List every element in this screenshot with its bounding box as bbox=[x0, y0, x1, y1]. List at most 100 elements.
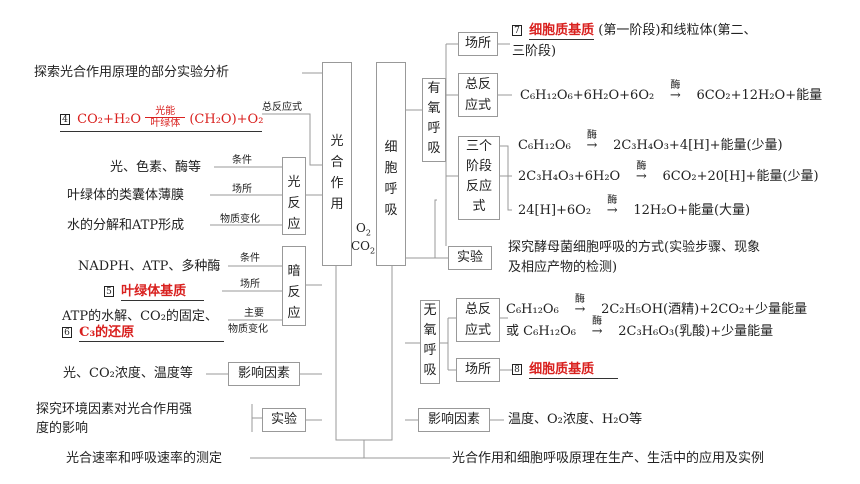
photo-exp-text-2: 度的影响 bbox=[36, 421, 89, 436]
o2-label: O2 bbox=[356, 220, 371, 241]
aerobic-stage-1: C₆H₁₂O₆ 酶→ 2C₃H₄O₃+4[H]+能量(少量) bbox=[518, 130, 783, 154]
light-change-label: 物质变化 bbox=[220, 214, 260, 225]
aerobic-char: 氧 bbox=[427, 101, 441, 116]
light-change-text: 水的分解和ATP形成 bbox=[67, 218, 185, 233]
anaerobic-total-line: 应式 bbox=[464, 323, 491, 338]
anaerobic-box: 无 氧 呼 吸 bbox=[420, 300, 440, 384]
eq4-arrow-line bbox=[145, 117, 186, 118]
stage1-arrow: 酶→ bbox=[575, 130, 609, 154]
resp-factor-box: 影响因素 bbox=[418, 408, 490, 432]
anaerobic-eq2-rhs: 2C₃H₆O₃(乳酸)+少量能量 bbox=[618, 324, 774, 339]
dark-condition-text: NADPH、ATP、多种酶 bbox=[78, 259, 221, 274]
resp-exp-text-2: 及相应产物的检测) bbox=[508, 260, 618, 275]
light-condition-text: 光、色素、酶等 bbox=[110, 160, 202, 175]
enzyme-label: 酶 bbox=[586, 130, 597, 141]
aerobic-box: 有 氧 呼 吸 bbox=[422, 78, 446, 162]
blank-number-7: 7 bbox=[512, 25, 522, 36]
light-condition-label: 条件 bbox=[232, 155, 252, 166]
anaerobic-char: 氧 bbox=[423, 323, 437, 338]
photo-factor-box: 影响因素 bbox=[228, 362, 300, 386]
blank-number-4: 4 bbox=[60, 114, 70, 125]
photosynthesis-char: 用 bbox=[330, 197, 344, 212]
blank-number-5: 5 bbox=[104, 286, 114, 297]
dark-site-label: 场所 bbox=[240, 279, 260, 290]
anaerobic-eq2-arrow: 酶→ bbox=[580, 316, 614, 340]
dark-site-answer-text: 叶绿体基质 bbox=[121, 284, 205, 301]
anaerobic-total-box: 总反 应式 bbox=[456, 298, 500, 342]
resp-factor-label: 影响因素 bbox=[427, 412, 480, 427]
dark-change-answer: 6 C₃的还原 bbox=[62, 325, 225, 342]
blank-number-8: 8 bbox=[512, 364, 522, 375]
application-text: 光合作用和细胞呼吸原理在生产、生活中的应用及实例 bbox=[452, 451, 765, 466]
photosynthesis-column: 光 合 作 用 bbox=[322, 62, 352, 266]
o2-sub: 2 bbox=[365, 228, 371, 238]
anaerobic-char: 无 bbox=[423, 303, 437, 318]
anaerobic-char: 吸 bbox=[423, 363, 437, 378]
aerobic-site-text-1: (第一阶段)和线粒体(第二、 bbox=[598, 23, 757, 38]
resp-exp-text-1: 探究酵母菌细胞呼吸的方式(实验步骤、现象 bbox=[508, 240, 761, 255]
anaerobic-eq2-lhs: C₆H₁₂O₆ bbox=[523, 324, 576, 339]
enzyme-label: 酶 bbox=[670, 80, 681, 91]
co2-label: CO2 bbox=[351, 238, 375, 259]
dark-change-label-b: 物质变化 bbox=[228, 324, 268, 335]
aerobic-total-line: 应式 bbox=[464, 98, 491, 113]
equation-4-underline bbox=[60, 131, 262, 132]
resp-exp-box: 实验 bbox=[448, 246, 492, 270]
aerobic-stage-3: 24[H]+6O₂ 酶→ 12H₂O+能量(大量) bbox=[518, 195, 750, 219]
respiration-char: 呼 bbox=[384, 182, 398, 197]
eq4-bottom: 叶绿体 bbox=[150, 118, 181, 129]
enzyme-label: 酶 bbox=[574, 294, 585, 305]
anaerobic-total-line: 总反 bbox=[464, 302, 491, 317]
aerobic-site-answer-text: 细胞质基质 bbox=[529, 23, 595, 40]
aerobic-total-line: 总反 bbox=[464, 77, 491, 92]
aerobic-site-answer: 7 细胞质基质 (第一阶段)和线粒体(第二、 bbox=[512, 23, 757, 40]
dark-reaction-char: 反 bbox=[287, 285, 301, 300]
stage2-arrow: 酶→ bbox=[624, 161, 658, 185]
dark-change-answer-text: C₃的还原 bbox=[79, 325, 225, 342]
anaerobic-eq-1: C₆H₁₂O₆ 酶→ 2C₂H₅OH(酒精)+2CO₂+少量能量 bbox=[506, 294, 808, 318]
light-reaction-char: 应 bbox=[287, 217, 301, 232]
aerobic-char: 呼 bbox=[427, 121, 441, 136]
dark-condition-label: 条件 bbox=[240, 253, 260, 264]
eq4-lhs: CO₂+H₂O bbox=[77, 112, 142, 127]
photo-exp-label: 实验 bbox=[270, 412, 297, 427]
anaerobic-eq2-pre: 或 bbox=[506, 324, 520, 339]
rate-measure-text: 光合速率和呼吸速率的测定 bbox=[66, 451, 223, 466]
eq4-arrow: 光能 叶绿体 bbox=[145, 106, 186, 129]
enzyme-label: 酶 bbox=[592, 316, 603, 327]
eq4-rhs: (CH₂O)+O₂ bbox=[189, 112, 264, 127]
dark-site-answer: 5 叶绿体基质 bbox=[104, 284, 205, 301]
enzyme-label: 酶 bbox=[607, 195, 618, 206]
stage3-arrow: 酶→ bbox=[595, 195, 629, 219]
stage2-lhs: 2C₃H₄O₃+6H₂O bbox=[518, 169, 621, 184]
anaerobic-site-label: 场所 bbox=[464, 362, 491, 377]
aerobic-stages-line: 阶段 bbox=[465, 159, 492, 174]
photosynthesis-char: 作 bbox=[330, 176, 344, 191]
respiration-char: 吸 bbox=[384, 203, 398, 218]
photo-exp-text-1: 探究环境因素对光合作用强 bbox=[36, 402, 193, 417]
aerobic-total-rhs: 6CO₂+12H₂O+能量 bbox=[696, 88, 823, 103]
explore-principle-text: 探索光合作用原理的部分实验分析 bbox=[34, 65, 230, 80]
resp-factor-text: 温度、O₂浓度、H₂O等 bbox=[508, 412, 643, 427]
anaerobic-char: 呼 bbox=[423, 343, 437, 358]
anaerobic-site-answer: 8 细胞质基质 bbox=[512, 362, 619, 379]
aerobic-site-label: 场所 bbox=[464, 36, 491, 51]
aerobic-stages-line: 式 bbox=[472, 199, 486, 214]
photo-exp-box: 实验 bbox=[262, 408, 306, 432]
dark-change-label-a: 主要 bbox=[244, 308, 264, 319]
aerobic-stages-line: 三个 bbox=[465, 139, 492, 154]
co2-text: CO bbox=[351, 239, 371, 253]
light-reaction-char: 反 bbox=[287, 196, 301, 211]
respiration-column: 细 胞 呼 吸 bbox=[376, 62, 406, 266]
aerobic-stages-line: 反应 bbox=[465, 179, 492, 194]
aerobic-total-box: 总反 应式 bbox=[458, 73, 498, 117]
aerobic-stages-box: 三个 阶段 反应 式 bbox=[458, 136, 500, 220]
dark-reaction-box: 暗 反 应 bbox=[282, 246, 306, 326]
aerobic-stage-2: 2C₃H₄O₃+6H₂O 酶→ 6CO₂+20[H]+能量(少量) bbox=[518, 161, 819, 185]
light-site-label: 场所 bbox=[232, 184, 252, 195]
total-equation-label: 总反应式 bbox=[262, 102, 302, 113]
photosynthesis-char: 光 bbox=[330, 134, 344, 149]
stage2-rhs: 6CO₂+20[H]+能量(少量) bbox=[662, 169, 819, 184]
anaerobic-eq1-rhs: 2C₂H₅OH(酒精)+2CO₂+少量能量 bbox=[601, 302, 808, 317]
